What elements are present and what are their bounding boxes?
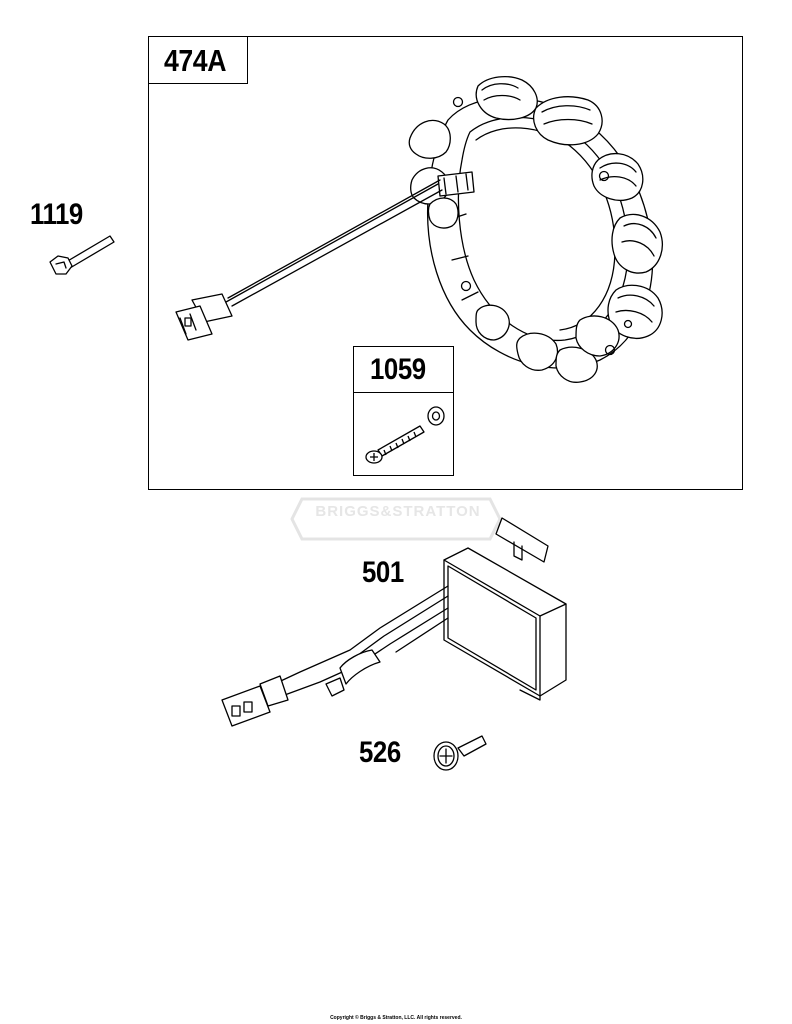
callout-474a: 474A: [164, 43, 227, 78]
callout-526: 526: [359, 736, 401, 769]
copyright-footer: Copyright © Briggs & Stratton, LLC. All …: [330, 1015, 462, 1021]
brand-watermark-logo: [290, 497, 502, 541]
callout-1119: 1119: [30, 198, 83, 231]
callout-box-474a: 474A: [148, 36, 248, 84]
stator-mounting-screw: [49, 235, 115, 275]
stator-coil-ring: [408, 75, 663, 383]
callout-501: 501: [362, 556, 404, 589]
regulator-mounting-screw: [433, 735, 487, 771]
stator-connector: [175, 293, 233, 341]
1059-part-art: [365, 406, 445, 464]
callout-1059: 1059: [370, 353, 426, 386]
stator-lead-wires: [225, 179, 443, 307]
stator-assembly-frame: [148, 36, 743, 490]
brand-watermark-text: BRIGGS&STRATTON: [315, 503, 481, 520]
callout-box-1059-header: 1059: [354, 347, 453, 393]
voltage-regulator: [221, 517, 567, 727]
